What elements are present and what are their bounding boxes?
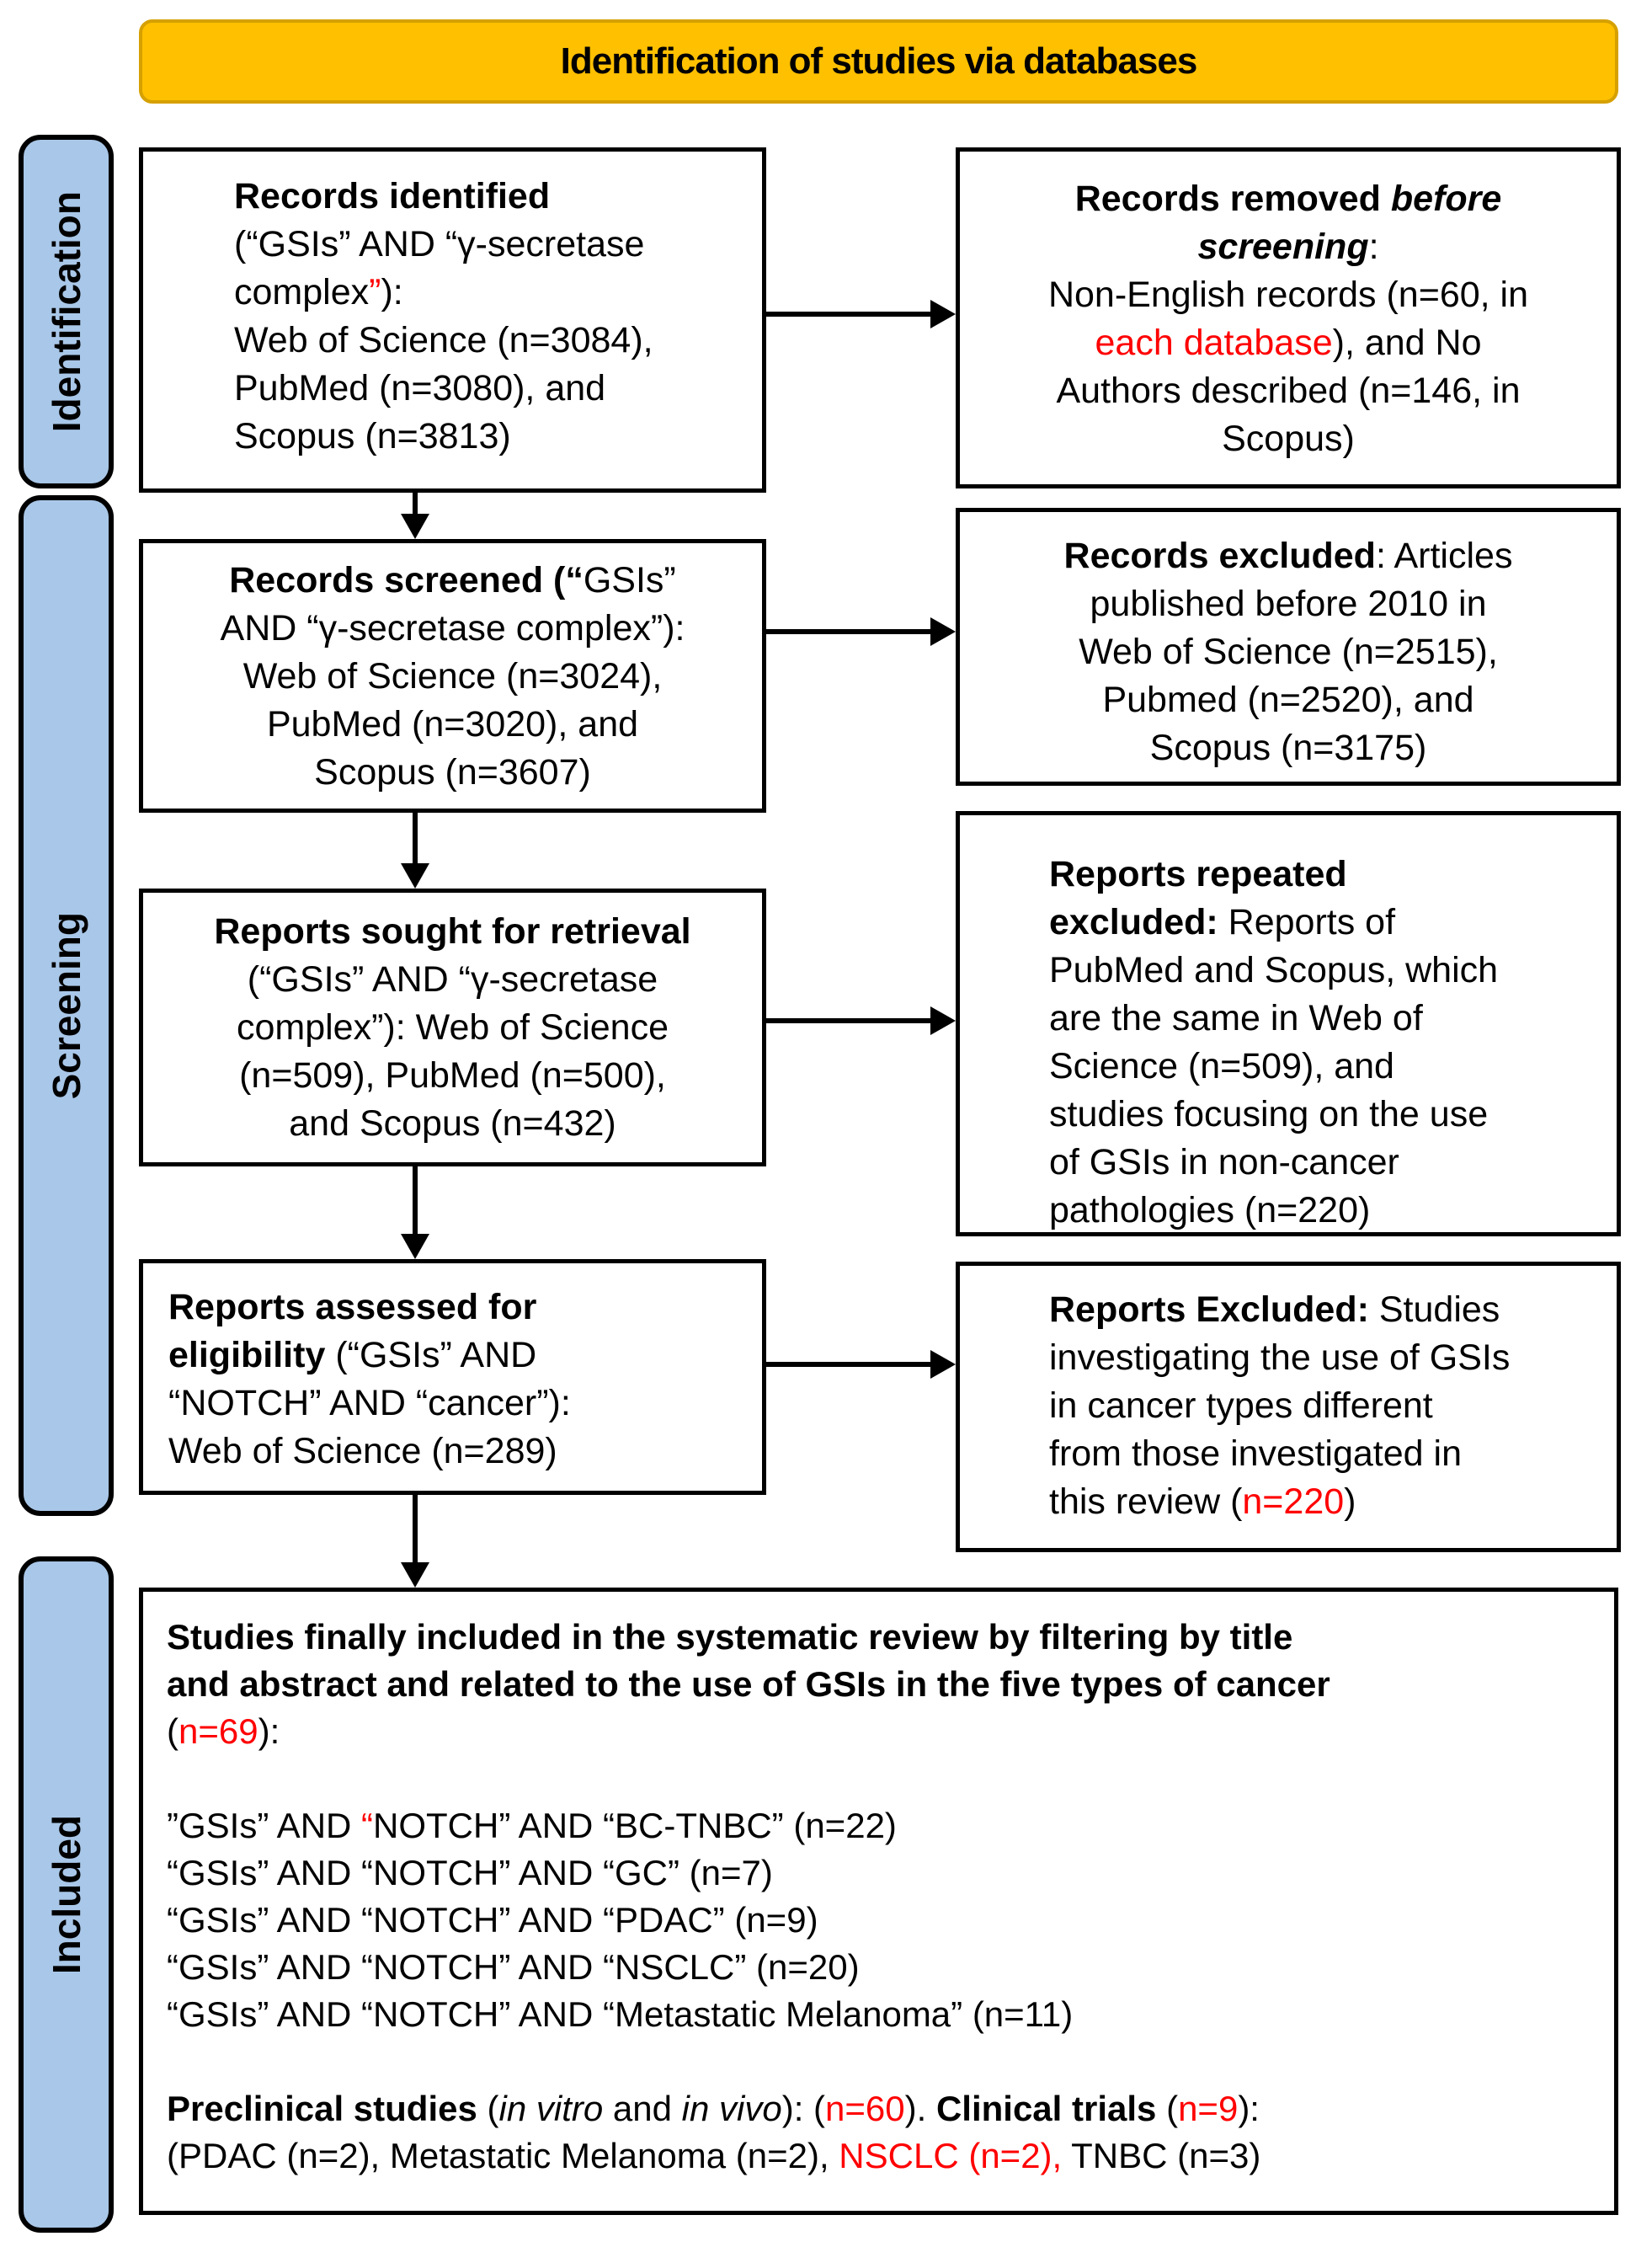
arrow-head-down-icon [401,514,429,539]
stage-label-included: Included [19,1556,114,2233]
arrow-stem [413,493,418,517]
box-reports-assessed: Reports assessed for eligibility (“GSIs”… [139,1259,766,1495]
arrow-assessed-to-reports-excluded [766,1350,956,1379]
arrow-head-down-icon [401,1562,429,1588]
box-reports-sought: Reports sought for retrieval (“GSIs” AND… [139,889,766,1166]
arrow-screened-to-sought [401,813,429,889]
arrow-stem [766,629,934,634]
arrow-head-down-icon [401,1234,429,1259]
banner-title: Identification of studies via databases [560,40,1198,82]
arrow-sought-to-assessed [401,1166,429,1259]
arrow-head-right-icon [930,1006,956,1035]
box-reports-repeated-excluded: Reports repeated excluded: Reports of Pu… [956,811,1621,1236]
box-reports-excluded-text: Reports Excluded: Studies investigating … [1049,1289,1511,1522]
stage-label-identification: Identification [19,135,114,488]
arrow-stem [766,312,934,317]
arrow-stem [413,1495,418,1566]
arrow-stem [413,1166,418,1237]
box-records-excluded: Records excluded: Articles published bef… [956,508,1621,786]
banner: Identification of studies via databases [139,19,1618,104]
arrow-identified-to-screened [401,493,429,539]
box-reports-repeated-excluded-text: Reports repeated excluded: Reports of Pu… [1049,854,1499,1230]
box-reports-sought-text: Reports sought for retrieval (“GSIs” AND… [214,911,691,1144]
box-records-excluded-text: Records excluded: Articles published bef… [1063,536,1513,768]
box-records-screened: Records screened (“GSIs” AND “γ-secretas… [139,539,766,813]
arrow-sought-to-repeated-excluded [766,1006,956,1035]
stage-label-identification-text: Identification [44,190,88,433]
arrow-assessed-to-included [401,1495,429,1588]
box-records-identified-text: Records identified (“GSIs” AND “γ-secret… [234,176,653,456]
box-records-screened-text: Records screened (“GSIs” AND “γ-secretas… [220,560,685,793]
box-reports-excluded: Reports Excluded: Studies investigating … [956,1262,1621,1552]
arrow-identified-to-removed [766,300,956,328]
box-records-removed: Records removed before screening: Non-En… [956,147,1621,488]
arrow-head-right-icon [930,300,956,328]
arrow-stem [766,1018,934,1023]
box-records-removed-text: Records removed before screening: Non-En… [1047,179,1529,459]
arrow-screened-to-excluded [766,617,956,646]
stage-label-screening-text: Screening [44,911,88,1100]
box-reports-assessed-text: Reports assessed for eligibility (“GSIs”… [168,1287,571,1471]
stage-label-included-text: Included [44,1814,88,1975]
arrow-stem [413,813,418,867]
arrow-head-down-icon [401,863,429,889]
box-studies-included-text: Studies finally included in the systemat… [167,1617,1330,2175]
stage-label-screening: Screening [19,495,114,1516]
box-studies-included: Studies finally included in the systemat… [139,1588,1618,2215]
arrow-stem [766,1362,934,1367]
arrow-head-right-icon [930,1350,956,1379]
box-records-identified: Records identified (“GSIs” AND “γ-secret… [139,147,766,493]
arrow-head-right-icon [930,617,956,646]
